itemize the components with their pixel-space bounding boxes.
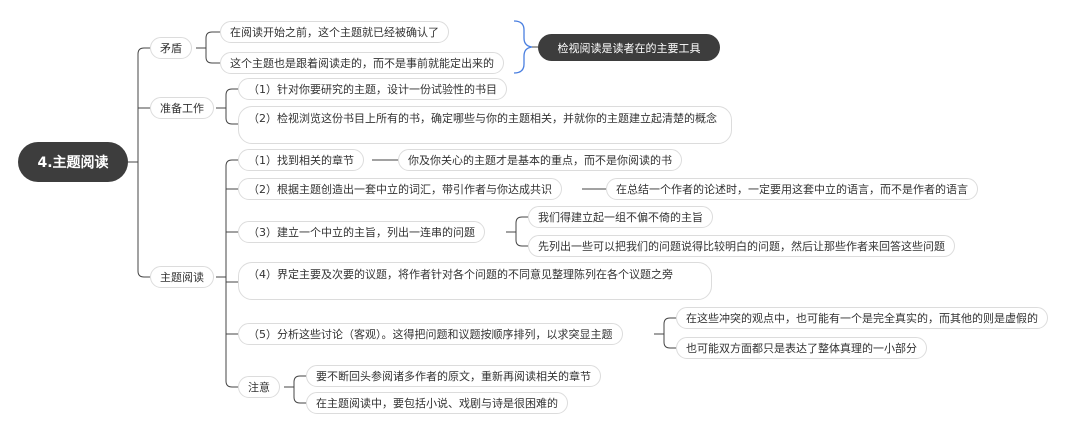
maodun-item-1[interactable]: 在阅读开始之前，这个主题就已经被确认了 xyxy=(220,21,449,43)
summary-node[interactable]: 检视阅读是读者在的主要工具 xyxy=(538,34,720,61)
root-topic[interactable]: 4.主题阅读 xyxy=(18,142,128,182)
step-5[interactable]: （5）分析这些讨论（客观）。这得把问题和议题按顺序排列，以求突显主题 xyxy=(238,323,623,345)
branch-zhuti[interactable]: 主题阅读 xyxy=(150,266,214,288)
zhunbei-item-1[interactable]: （1）针对你要研究的主题，设计一份试验性的书目 xyxy=(238,78,507,100)
step-2[interactable]: （2）根据主题创造出一套中立的词汇，带引作者与你达成共识 xyxy=(238,178,562,200)
step-1-note[interactable]: 你及你关心的主题才是基本的重点，而不是你阅读的书 xyxy=(398,149,682,171)
step-2-note[interactable]: 在总结一个作者的论述时，一定要用这套中立的语言，而不是作者的语言 xyxy=(606,178,978,200)
step-3-note-1[interactable]: 我们得建立起一组不偏不倚的主旨 xyxy=(528,206,713,228)
step-5-note-2[interactable]: 也可能双方面都只是表达了整体真理的一小部分 xyxy=(676,337,927,359)
zhunbei-item-2[interactable]: （2）检视浏览这份书目上所有的书，确定哪些与你的主题相关，并就你的主题建立起清楚… xyxy=(238,106,732,144)
step-3[interactable]: （3）建立一个中立的主旨，列出一连串的问题 xyxy=(238,221,485,243)
note-item-1[interactable]: 要不断回头参阅诸多作者的原文，重新再阅读相关的章节 xyxy=(306,365,601,387)
step-3-note-2[interactable]: 先列出一些可以把我们的问题说得比较明白的问题，然后让那些作者来回答这些问题 xyxy=(528,235,955,257)
note-branch[interactable]: 注意 xyxy=(238,376,280,398)
step-4[interactable]: （4）界定主要及次要的议题，将作者针对各个问题的不同意见整理陈列在各个议题之旁 xyxy=(238,262,712,300)
summary-brace xyxy=(513,20,533,74)
note-item-2[interactable]: 在主题阅读中，要包括小说、戏剧与诗是很困难的 xyxy=(306,392,568,414)
step-1[interactable]: （1）找到相关的章节 xyxy=(238,149,364,171)
branch-zhunbei[interactable]: 准备工作 xyxy=(150,97,214,119)
maodun-item-2[interactable]: 这个主题也是跟着阅读走的，而不是事前就能定出来的 xyxy=(220,52,504,74)
step-5-note-1[interactable]: 在这些冲突的观点中，也可能有一个是完全真实的，而其他的则是虚假的 xyxy=(676,307,1048,329)
branch-maodun[interactable]: 矛盾 xyxy=(150,37,192,59)
